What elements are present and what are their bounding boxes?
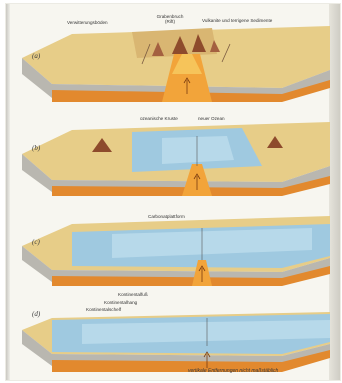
panel-letter: (c)	[32, 238, 40, 246]
rift-panel-a: (a) Verwitterungsböden Grabenbruch (Rift…	[12, 14, 330, 102]
panel-letter: (b)	[32, 144, 40, 152]
panel-letter: (d)	[32, 310, 40, 318]
rift-panel-b: (b) ozeanische Kruste neuer Ozean	[12, 108, 330, 196]
page-edge-shadow	[329, 4, 340, 380]
diagram-label: Carbonatplattform	[148, 214, 185, 219]
scale-footnote: vertikale Entfernungen nicht maßstäblich	[188, 368, 278, 374]
new-ocean-diagram	[12, 108, 330, 196]
rift-panel-d: (d) Kontinentalfuß Kontinentalhang Konti…	[12, 292, 330, 372]
book-spine-shadow	[6, 4, 10, 380]
diagram-label: (Rift)	[165, 19, 175, 24]
passive-margin-diagram	[12, 292, 330, 372]
diagram-label: ozeanische Kruste	[140, 116, 178, 121]
diagram-label: neuer Ozean	[198, 116, 225, 121]
panel-letter: (a)	[32, 52, 40, 60]
diagram-label: Kontinentalhang	[104, 300, 137, 305]
rift-panel-c: (c) Carbonatplattform	[12, 202, 330, 286]
diagram-label: Kontinentalschelf	[86, 307, 121, 312]
diagram-label: Kontinentalfuß	[118, 292, 148, 297]
rift-diagram	[12, 14, 330, 102]
diagram-label: Vulkanite und terrigene Sedimente	[202, 18, 272, 23]
diagram-label: Verwitterungsböden	[67, 20, 108, 25]
